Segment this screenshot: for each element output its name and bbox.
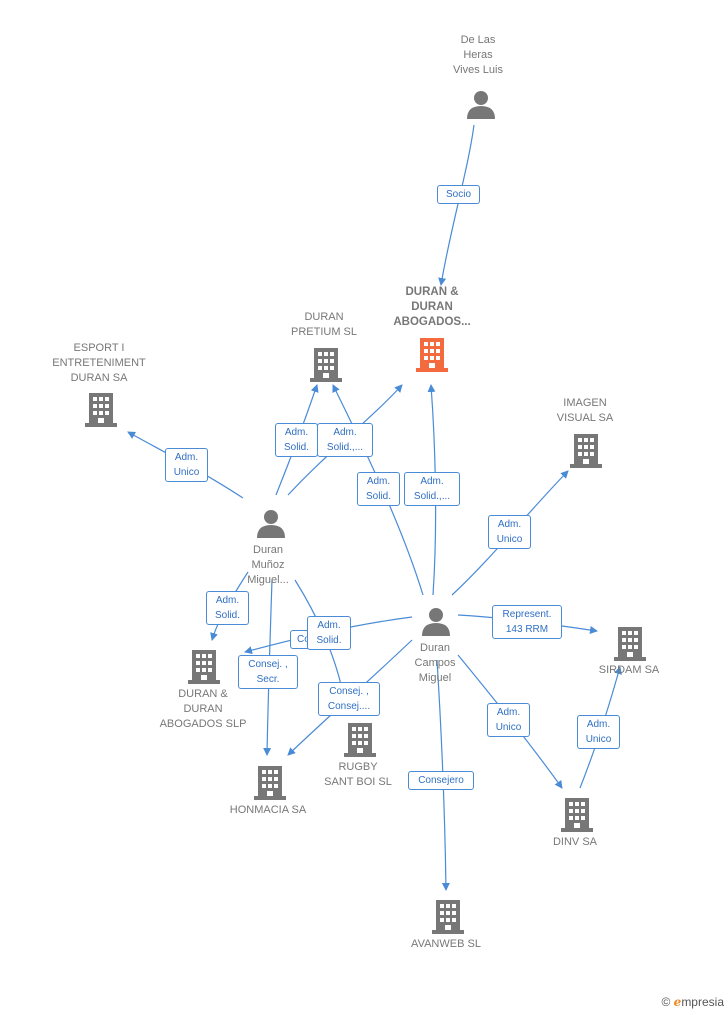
edge-label-adm-unico[interactable]: Adm. Unico — [488, 515, 531, 549]
copyright-symbol: © — [661, 995, 671, 1009]
person-icon[interactable] — [466, 89, 496, 119]
person-icon[interactable] — [421, 606, 451, 636]
edge-label-adm-solid[interactable]: Adm. Solid. — [275, 423, 318, 457]
edge-label-adm-solid[interactable]: Adm. Solid. — [206, 591, 249, 625]
edge-label-consej-consej[interactable]: Consej. , Consej.... — [318, 682, 380, 716]
node-label-duran-abogados-slp[interactable]: DURAN & DURAN ABOGADOS SLP — [159, 688, 247, 730]
edge-label-adm-solid[interactable]: Adm. Solid.,... — [317, 423, 373, 457]
building-icon[interactable] — [561, 796, 593, 832]
brand-logo: © empresia — [661, 995, 724, 1009]
edge-label-adm-solid[interactable]: Adm. Solid.,... — [404, 472, 460, 506]
edge-label-adm-solid[interactable]: Adm. Solid. — [307, 616, 351, 650]
node-label-duran-campos[interactable]: Duran Campos Miguel — [414, 642, 456, 684]
node-label-esport[interactable]: ESPORT I ENTRETENIMENT DURAN SA — [52, 342, 146, 384]
node-label-rugby[interactable]: RUGBY SANT BOI SL — [324, 761, 392, 788]
node-label-imagen-visual[interactable]: IMAGEN VISUAL SA — [556, 397, 614, 424]
edge-label-adm-unico[interactable]: Adm. Unico — [487, 703, 530, 737]
brand-name: mpresia — [681, 995, 724, 1009]
brand-initial: e — [673, 995, 682, 1009]
building-icon[interactable] — [614, 625, 646, 661]
node-label-honmacia[interactable]: HONMACIA SA — [229, 804, 307, 816]
building-icon[interactable] — [570, 432, 602, 468]
building-icon[interactable] — [432, 898, 464, 934]
building-icon[interactable] — [85, 391, 117, 427]
building-icon[interactable] — [254, 764, 286, 800]
node-label-de-las-heras[interactable]: De Las Heras Vives Luis — [453, 34, 503, 76]
edge-socio — [438, 124, 475, 286]
edge-label-socio[interactable]: Socio — [437, 185, 480, 204]
node-label-duran-pretium[interactable]: DURAN PRETIUM SL — [290, 311, 357, 338]
node-label-avanweb[interactable]: AVANWEB SL — [411, 938, 481, 950]
node-label-duran-duran-abogados[interactable]: DURAN & DURAN ABOGADOS... — [393, 286, 471, 328]
edge-label-represent[interactable]: Represent. 143 RRM — [492, 605, 562, 639]
node-label-sirdam[interactable]: SIRDAM SA — [598, 664, 660, 676]
edge-label-consej-secr[interactable]: Consej. , Secr. — [238, 655, 298, 689]
building-icon[interactable] — [188, 648, 220, 684]
building-icon[interactable] — [310, 346, 342, 382]
building-icon[interactable] — [344, 721, 376, 757]
edge-label-adm-solid[interactable]: Adm. Solid. — [357, 472, 400, 506]
person-icon[interactable] — [256, 508, 286, 538]
node-label-duran-munoz[interactable]: Duran Muñoz Miguel... — [247, 544, 289, 586]
edge-label-adm-unico[interactable]: Adm. Unico — [165, 448, 208, 482]
edge-label-consejero[interactable]: Consejero — [408, 771, 474, 790]
node-label-dinv[interactable]: DINV SA — [552, 836, 597, 848]
building-icon-main[interactable] — [416, 336, 448, 372]
edge-label-adm-unico[interactable]: Adm. Unico — [577, 715, 620, 749]
